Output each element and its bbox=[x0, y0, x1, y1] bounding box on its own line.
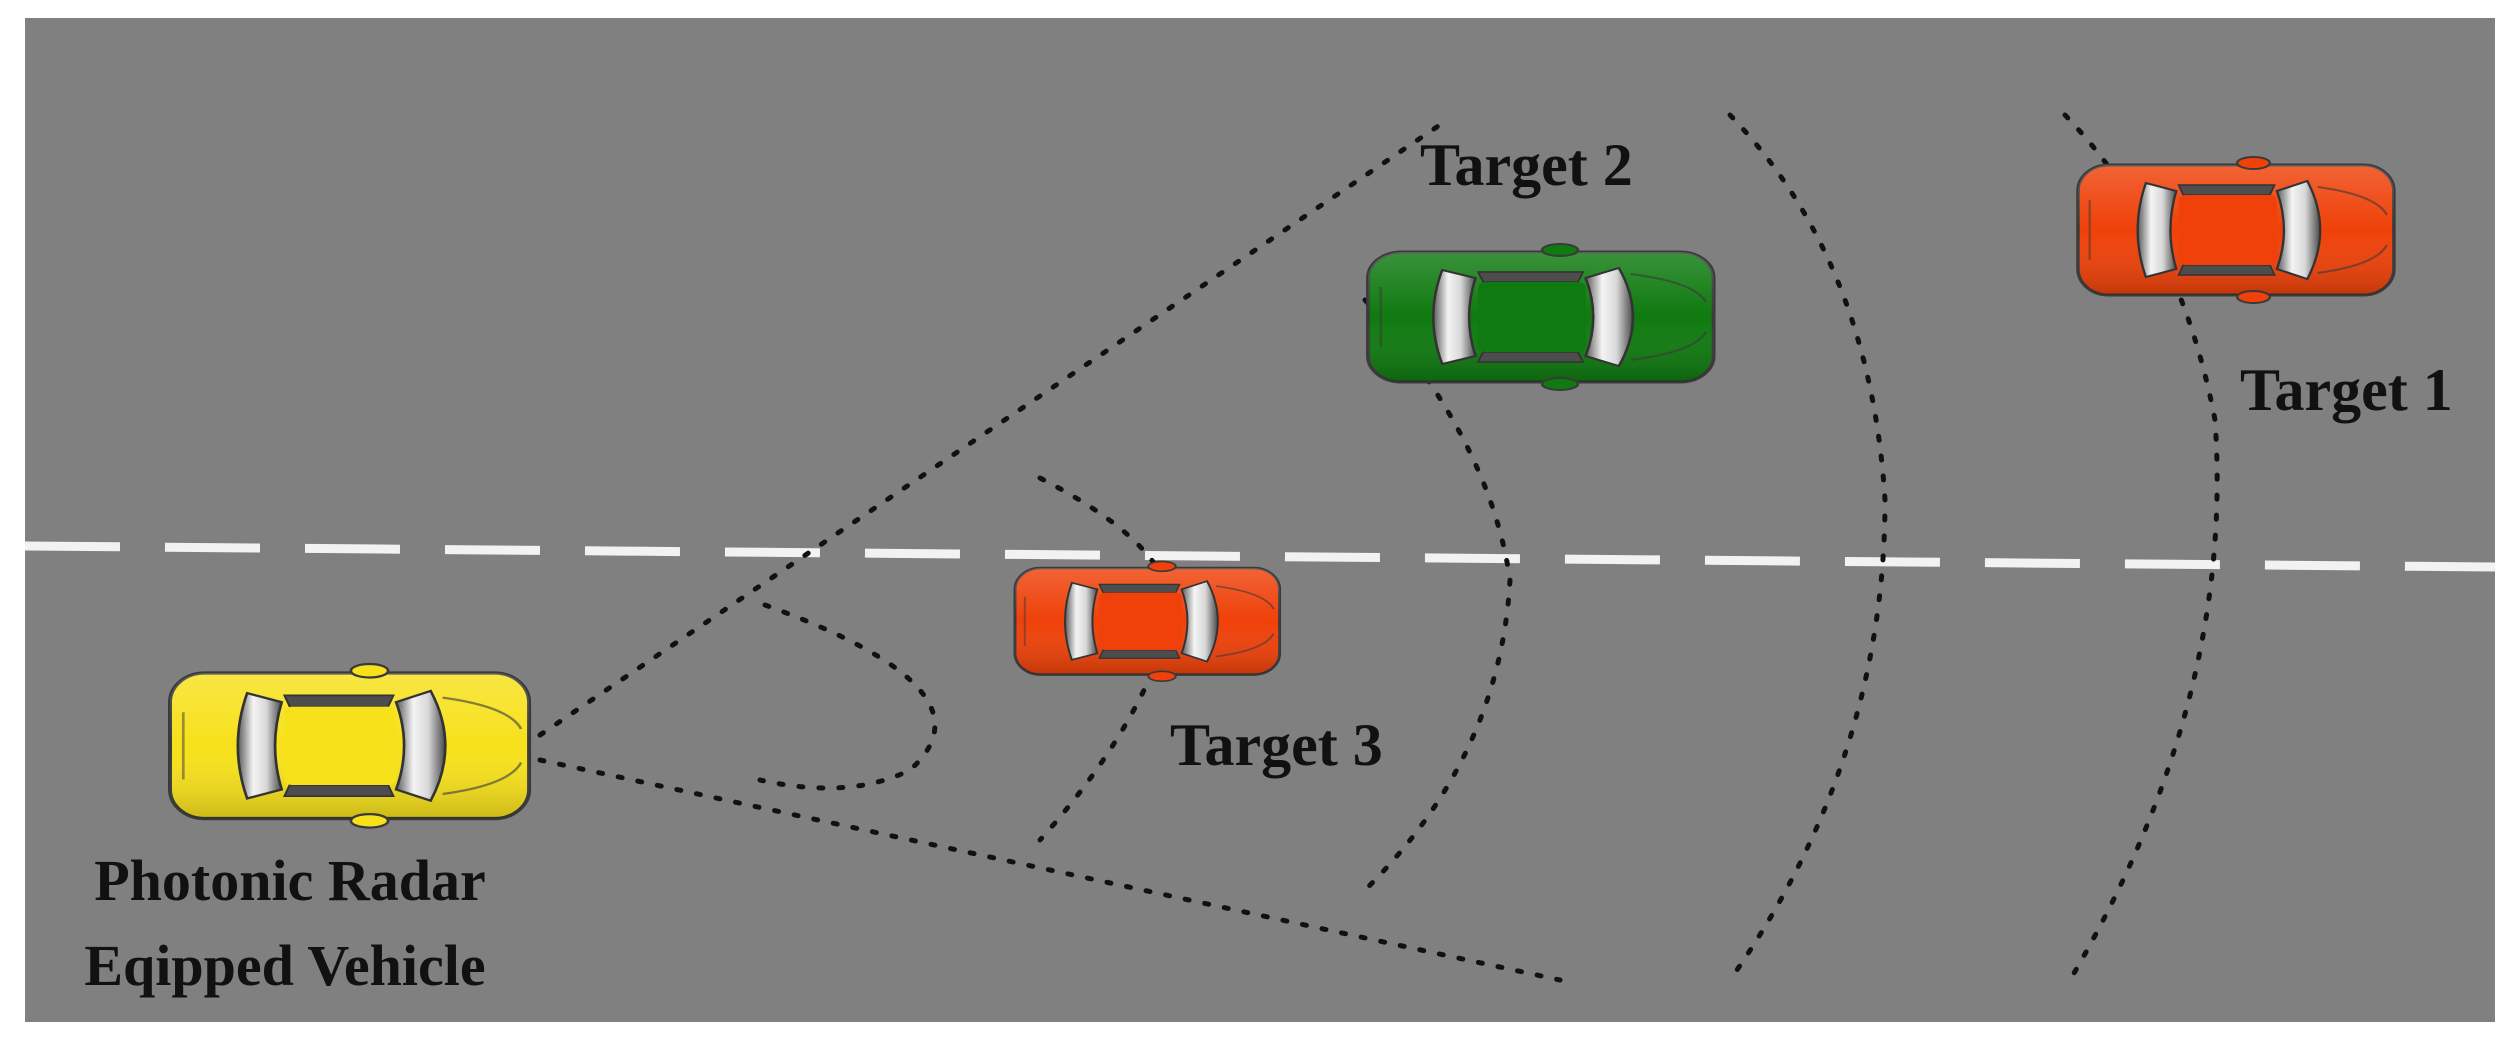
target-3-label: Target 3 bbox=[1170, 712, 1383, 778]
target-2-car bbox=[1366, 242, 1716, 392]
far-range-arc-1 bbox=[1727, 112, 1888, 983]
near-range-lobe bbox=[757, 602, 938, 791]
target-2-range-arc bbox=[1357, 297, 1513, 898]
target-3-car bbox=[1013, 559, 1282, 683]
ego-vehicle-label-line-1: Photonic Radar bbox=[94, 848, 486, 913]
target-1-car bbox=[2076, 155, 2396, 305]
target-2-label: Target 2 bbox=[1420, 132, 1633, 198]
target-1-label: Target 1 bbox=[2240, 357, 2453, 423]
photonic-radar-vehicle bbox=[168, 662, 532, 830]
ego-vehicle-label-line-2: Eqipped Vehicle bbox=[84, 933, 485, 998]
beam-lower-edge bbox=[537, 757, 1563, 983]
beam-upper-edge bbox=[537, 115, 1453, 738]
